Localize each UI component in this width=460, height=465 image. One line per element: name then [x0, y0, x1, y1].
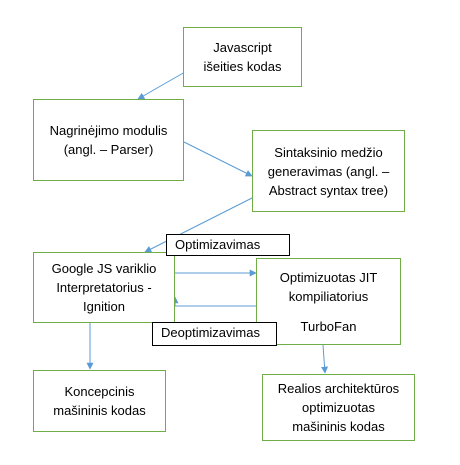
node-turbofan: Optimizuotas JIT kompiliatorius TurboFan	[256, 258, 401, 345]
node-ast-line-2: generavimas (angl. –	[267, 163, 390, 179]
node-parser-line-1: Nagrinėjimo modulis	[49, 123, 168, 138]
node-bytecode-line-2: mašininis kodas	[53, 403, 146, 418]
node-turbofan-name: TurboFan	[300, 318, 357, 334]
node-ignition: Google JS variklio Interpretatorius - Ig…	[33, 252, 175, 323]
node-bytecode: Koncepcinis mašininis kodas	[33, 370, 166, 432]
node-optimized-code-line-1: Realios architektūros	[277, 381, 400, 396]
arrow-ast-to-ignition	[144, 197, 253, 253]
edge-label-optimize: Optimizavimas	[166, 234, 290, 256]
node-bytecode-line-1: Koncepcinis	[64, 384, 135, 399]
node-ast: Sintaksinio medžio generavimas (angl. – …	[252, 130, 405, 212]
node-optimized-code-line-3: mašininis kodas	[292, 419, 385, 434]
arrow-parser-to-ast	[183, 141, 253, 177]
node-source-code-line-1: Javascript	[213, 40, 272, 55]
node-optimized-code-line-2: optimizuotas	[302, 400, 375, 415]
node-ignition-line-2: Interpretatorius -	[56, 280, 152, 295]
edge-label-deoptimize: Deoptimizavimas	[152, 322, 277, 346]
node-ignition-line-3: Ignition	[83, 299, 125, 314]
arrow-source-to-parser	[137, 71, 186, 100]
node-parser-line-2: (angl. – Parser)	[63, 142, 154, 157]
node-source-code-line-2: išeities kodas	[203, 59, 282, 74]
node-turbofan-line-1: Optimizuotas JIT	[279, 269, 378, 285]
arrow-turbofan-to-ignition	[171, 296, 256, 307]
node-ast-line-3: Abstract syntax tree)	[268, 182, 389, 198]
node-parser: Nagrinėjimo modulis (angl. – Parser)	[33, 99, 184, 181]
node-optimized-code: Realios architektūros optimizuotas mašin…	[262, 374, 415, 441]
node-ast-line-1: Sintaksinio medžio	[274, 144, 383, 160]
arrow-turbofan-to-optimized	[321, 344, 329, 374]
node-turbofan-line-2: kompiliatorius	[288, 288, 369, 304]
node-ignition-line-1: Google JS variklio	[51, 261, 157, 276]
node-source-code: Javascript išeities kodas	[183, 27, 302, 87]
